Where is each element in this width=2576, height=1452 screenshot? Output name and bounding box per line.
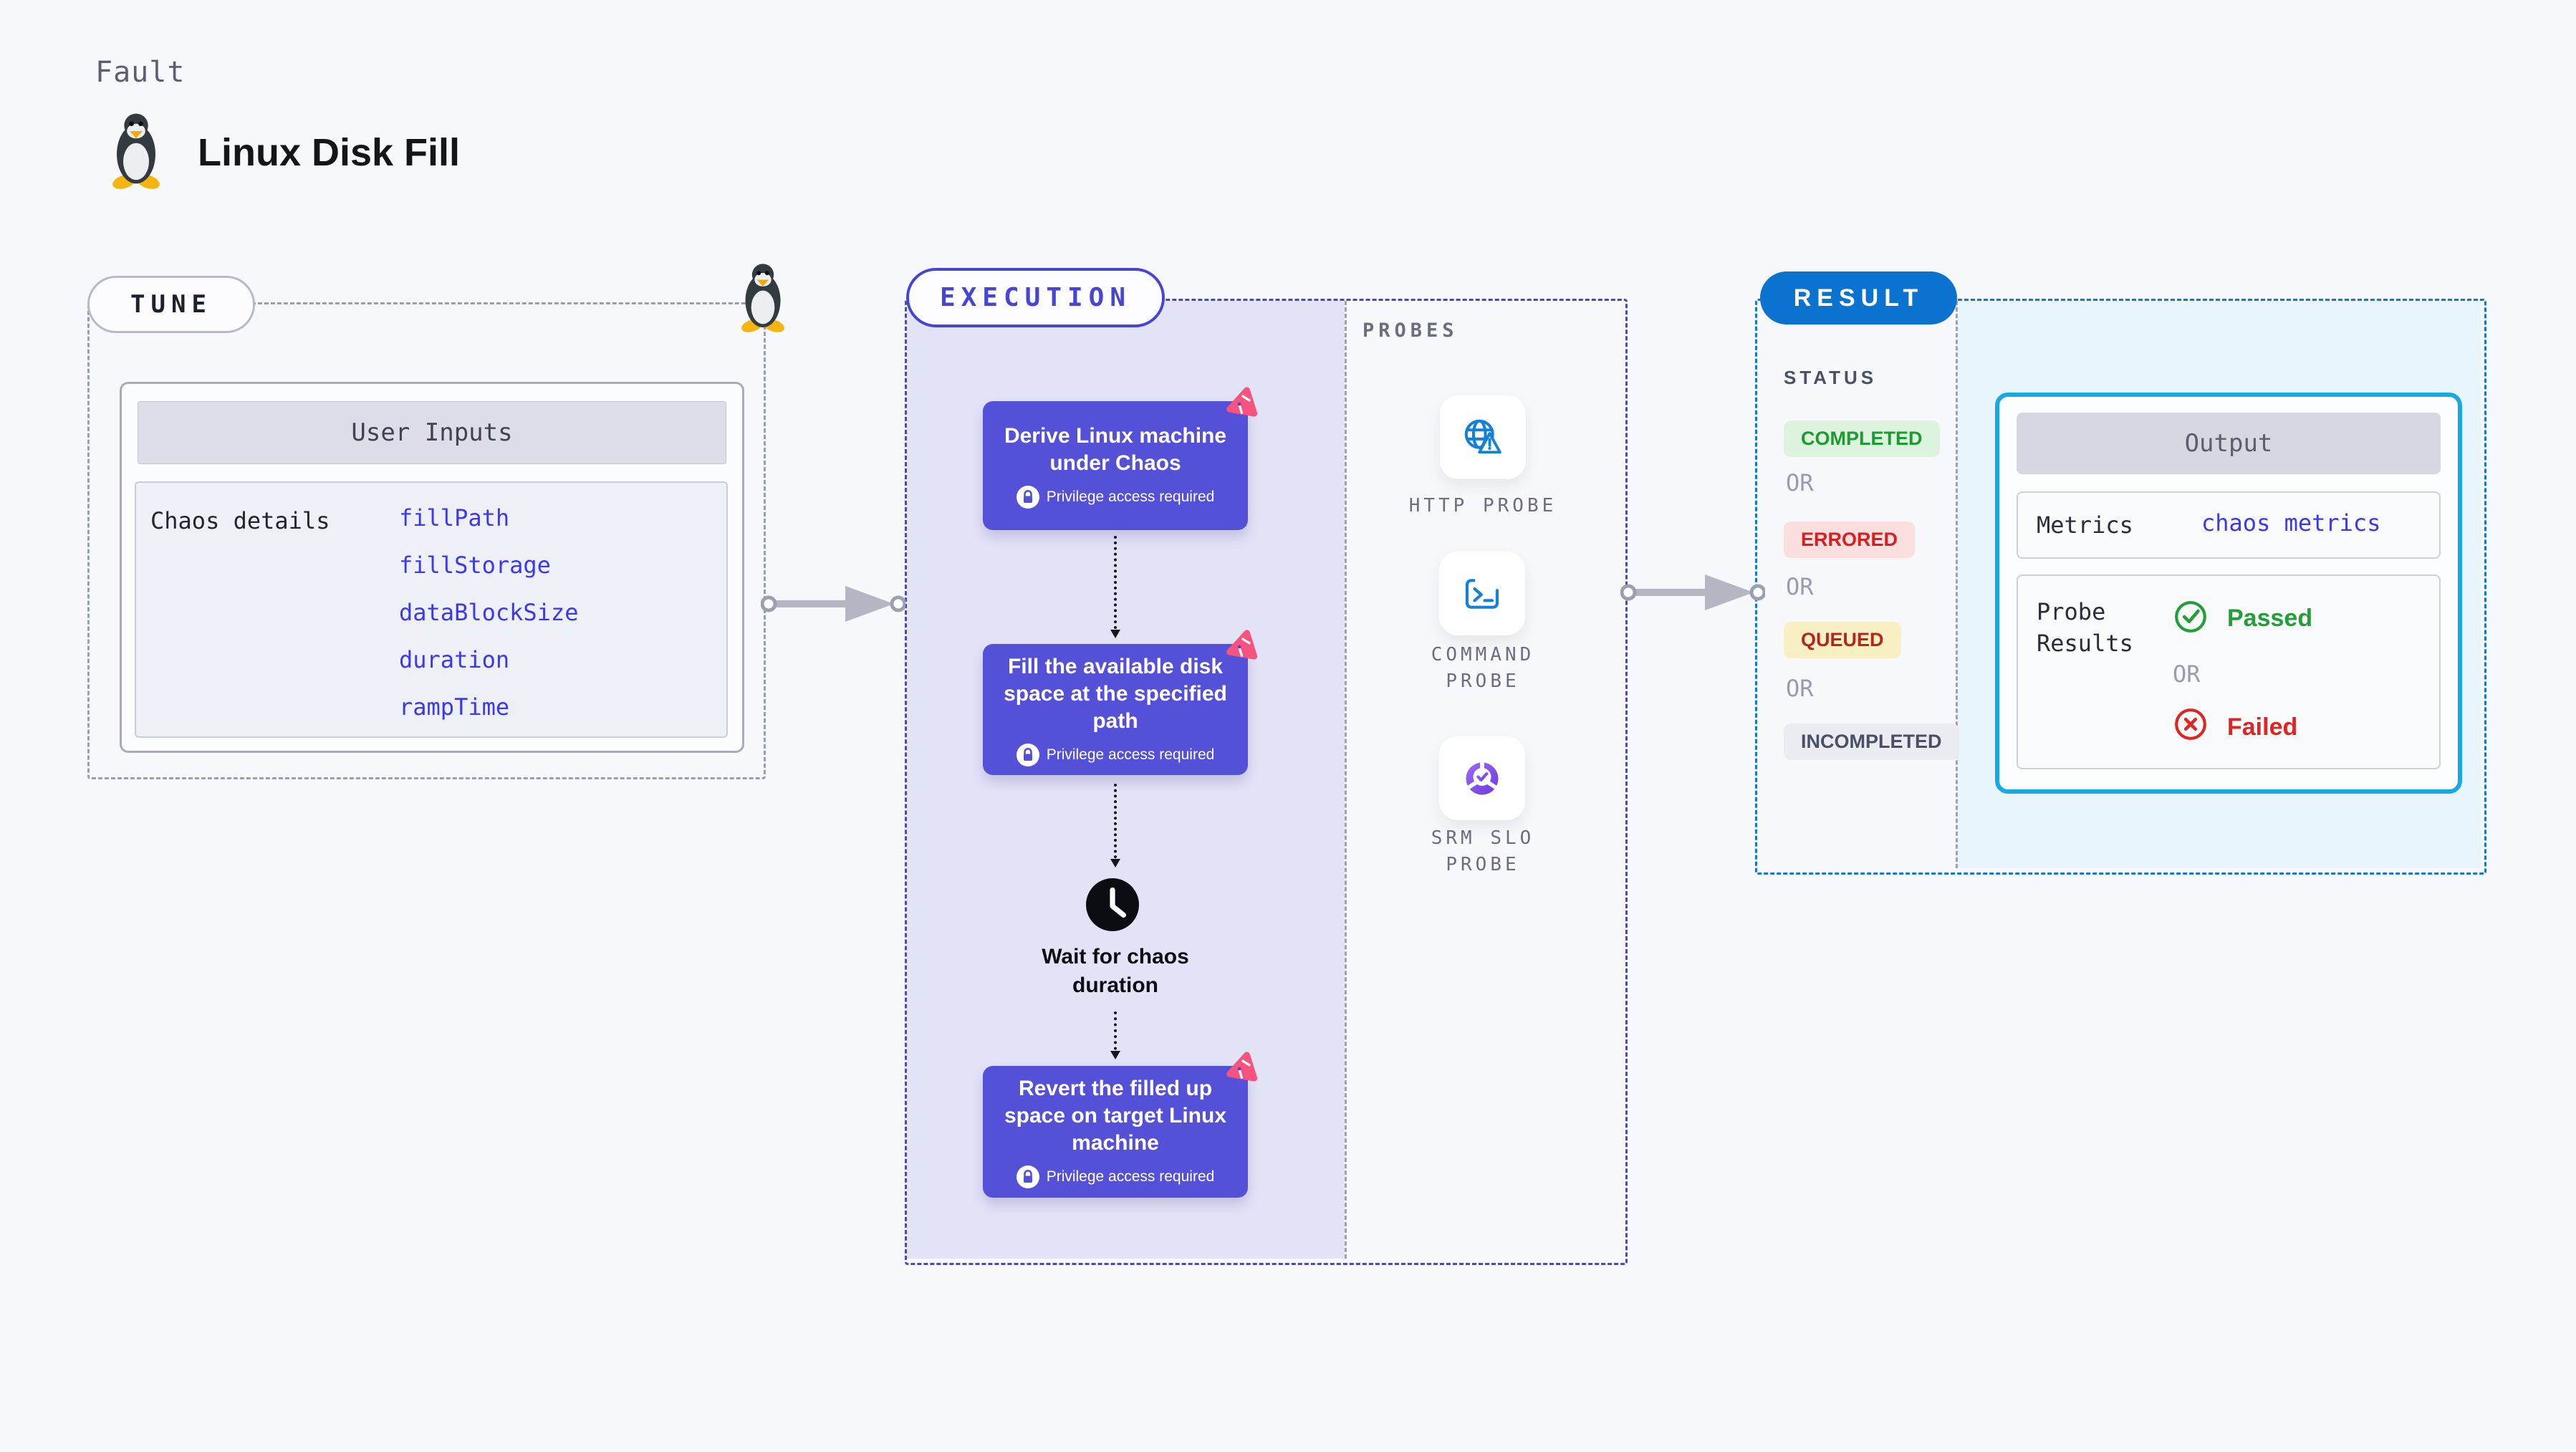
metrics-label: Metrics bbox=[2037, 511, 2133, 539]
chaos-pinwheel-icon bbox=[1226, 387, 1258, 417]
flow-connector bbox=[1110, 784, 1120, 867]
step-title: Fill the available disk space at the spe… bbox=[1004, 654, 1227, 733]
user-inputs-card: User Inputs Chaos details fillPath fillS… bbox=[120, 382, 744, 753]
step-title: Revert the filled up space on target Lin… bbox=[1004, 1077, 1227, 1155]
execution-section-label: EXECUTION bbox=[939, 283, 1132, 312]
link-fillStorage[interactable]: fillStorage bbox=[399, 552, 551, 579]
globe-alert-icon bbox=[1464, 419, 1501, 453]
or-text: OR bbox=[1786, 573, 1814, 600]
link-rampTime[interactable]: rampTime bbox=[399, 693, 510, 721]
arrow-execution-to-result bbox=[1620, 574, 1765, 610]
privilege-badge: Privilege access required bbox=[1016, 743, 1215, 766]
status-badge-errored: ERRORED bbox=[1784, 521, 1916, 558]
page-title: Linux Disk Fill bbox=[198, 131, 461, 174]
status-badge-completed: COMPLETED bbox=[1784, 420, 1940, 457]
flow-connector bbox=[1110, 536, 1120, 638]
result-separator bbox=[1956, 301, 1958, 868]
link-fillPath[interactable]: fillPath bbox=[399, 504, 510, 532]
passed-check-icon bbox=[2175, 601, 2206, 633]
failed-label: Failed bbox=[2227, 713, 2298, 741]
or-text: OR bbox=[1786, 469, 1814, 496]
chaos-metrics-link[interactable]: chaos metrics bbox=[2201, 509, 2381, 537]
or-text: OR bbox=[1786, 675, 1814, 702]
privilege-badge-text: Privilege access required bbox=[1046, 489, 1215, 505]
lock-icon bbox=[1016, 486, 1039, 509]
result-section-pill: RESULT bbox=[1760, 271, 1957, 324]
terminal-icon bbox=[1465, 578, 1499, 609]
probes-label: PROBES bbox=[1363, 319, 1458, 342]
privilege-badge: Privilege access required bbox=[1016, 1165, 1215, 1188]
status-label: STATUS bbox=[1784, 367, 1878, 388]
step-derive-machine: Derive Linux machine under Chaos Privile… bbox=[983, 387, 1258, 530]
probe-results-row: Probe Results Passed OR Failed bbox=[2017, 574, 2441, 769]
tune-section-pill: TUNE bbox=[87, 276, 255, 333]
slo-donut-icon bbox=[1466, 760, 1499, 794]
probe-card-http bbox=[1440, 395, 1526, 479]
user-inputs-body: Chaos details fillPath fillStorage dataB… bbox=[135, 481, 728, 738]
execution-section-pill: EXECUTION bbox=[906, 268, 1165, 327]
execution-section-frame bbox=[905, 299, 1628, 1265]
status-badge-incompleted: INCOMPLETED bbox=[1784, 723, 1959, 760]
status-badge-queued: QUEUED bbox=[1784, 622, 1901, 658]
privilege-badge-text: Privilege access required bbox=[1046, 1168, 1215, 1185]
lock-icon bbox=[1016, 1165, 1039, 1188]
probes-separator bbox=[1345, 301, 1347, 1259]
metrics-row: Metrics chaos metrics bbox=[2017, 491, 2441, 559]
output-card: Output Metrics chaos metrics Probe Resul… bbox=[1995, 393, 2462, 794]
or-text: OR bbox=[2173, 660, 2201, 688]
privilege-badge: Privilege access required bbox=[1016, 486, 1215, 509]
link-dataBlockSize[interactable]: dataBlockSize bbox=[399, 599, 579, 626]
chaos-pinwheel-icon bbox=[1226, 630, 1258, 660]
user-inputs-header: User Inputs bbox=[138, 401, 726, 464]
fault-kicker: Fault bbox=[95, 56, 186, 89]
probe-card-srm-slo bbox=[1439, 736, 1525, 820]
passed-label: Passed bbox=[2227, 605, 2313, 632]
tux-corner-icon bbox=[741, 264, 784, 332]
clock-icon bbox=[1086, 878, 1139, 931]
flow-connector bbox=[1110, 1011, 1120, 1059]
chaos-details-label: Chaos details bbox=[150, 507, 330, 534]
step-title: Derive Linux machine under Chaos bbox=[1004, 424, 1227, 475]
lock-icon bbox=[1016, 743, 1039, 766]
step-fill-disk: Fill the available disk space at the spe… bbox=[983, 630, 1258, 775]
failed-cross-icon bbox=[2175, 708, 2206, 740]
wait-duration-text: Wait for chaos duration bbox=[1042, 945, 1189, 997]
probe-card-command bbox=[1439, 552, 1525, 635]
result-section-label: RESULT bbox=[1793, 284, 1924, 312]
tune-section-label: TUNE bbox=[130, 290, 212, 319]
arrow-tune-to-execution bbox=[761, 586, 905, 622]
probe-label-srm-slo: SRM SLO PROBE bbox=[1431, 827, 1535, 875]
tux-icon bbox=[112, 113, 160, 189]
privilege-badge-text: Privilege access required bbox=[1046, 746, 1215, 763]
tune-section-frame bbox=[87, 302, 766, 779]
chaos-pinwheel-icon bbox=[1226, 1052, 1258, 1082]
link-duration[interactable]: duration bbox=[399, 646, 510, 673]
probe-label-command: COMMAND PROBE bbox=[1431, 644, 1535, 692]
step-revert-space: Revert the filled up space on target Lin… bbox=[983, 1052, 1258, 1198]
probe-results-label: Probe Results bbox=[2037, 598, 2133, 657]
probe-label-http: HTTP PROBE bbox=[1408, 495, 1557, 516]
output-header: Output bbox=[2017, 413, 2441, 474]
